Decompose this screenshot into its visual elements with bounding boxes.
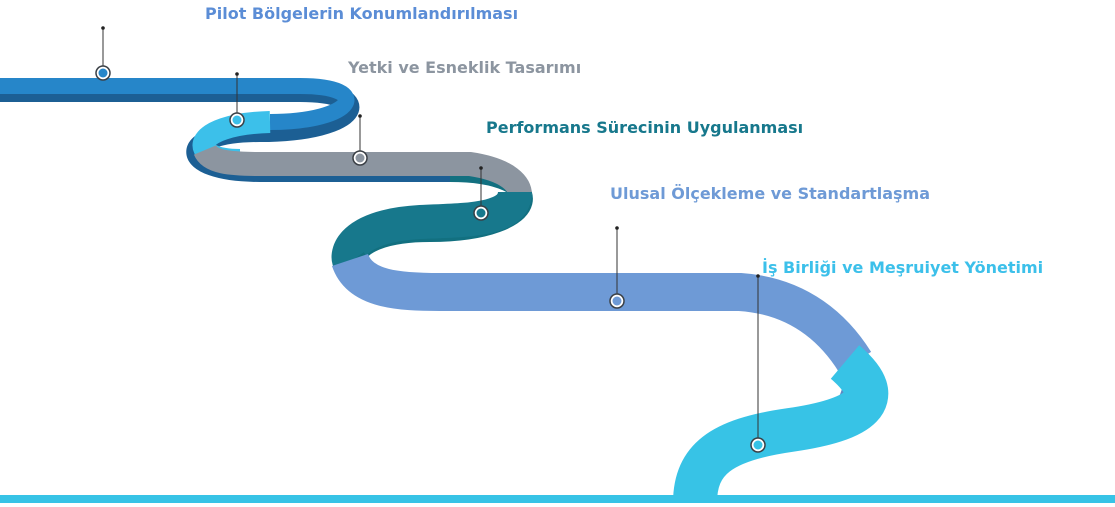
step-label-2: Yetki ve Esneklik Tasarımı	[348, 58, 582, 77]
step-label-3: Performans Sürecinin Uygulanması	[486, 118, 804, 137]
road-segment-6	[673, 345, 889, 504]
milestone-marker-fill-3	[355, 153, 365, 163]
leader-dot-6	[756, 274, 760, 278]
leader-dot-2	[235, 72, 239, 76]
milestone-marker-fill-4	[476, 208, 486, 218]
bottom-bar	[0, 495, 1115, 503]
leader-dot-1	[101, 26, 105, 30]
leader-dot-4	[479, 166, 483, 170]
road-segment-3	[193, 143, 532, 197]
step-label-5: İş Birliği ve Meşruiyet Yönetimi	[762, 258, 1044, 277]
road-segment-1	[0, 78, 355, 130]
milestone-marker-fill-5	[612, 296, 622, 306]
leader-dot-3	[358, 114, 362, 118]
road-segment-4	[331, 189, 532, 272]
leader-dot-5	[615, 226, 619, 230]
road-segment-5	[331, 252, 872, 373]
milestone-marker-fill-6	[753, 440, 763, 450]
step-label-4: Ulusal Ölçekleme ve Standartlaşma	[610, 184, 931, 203]
milestone-marker-fill-2	[232, 115, 242, 125]
milestone-marker-fill-1	[98, 68, 108, 78]
step-label-1: Pilot Bölgelerin Konumlandırılması	[205, 4, 519, 23]
